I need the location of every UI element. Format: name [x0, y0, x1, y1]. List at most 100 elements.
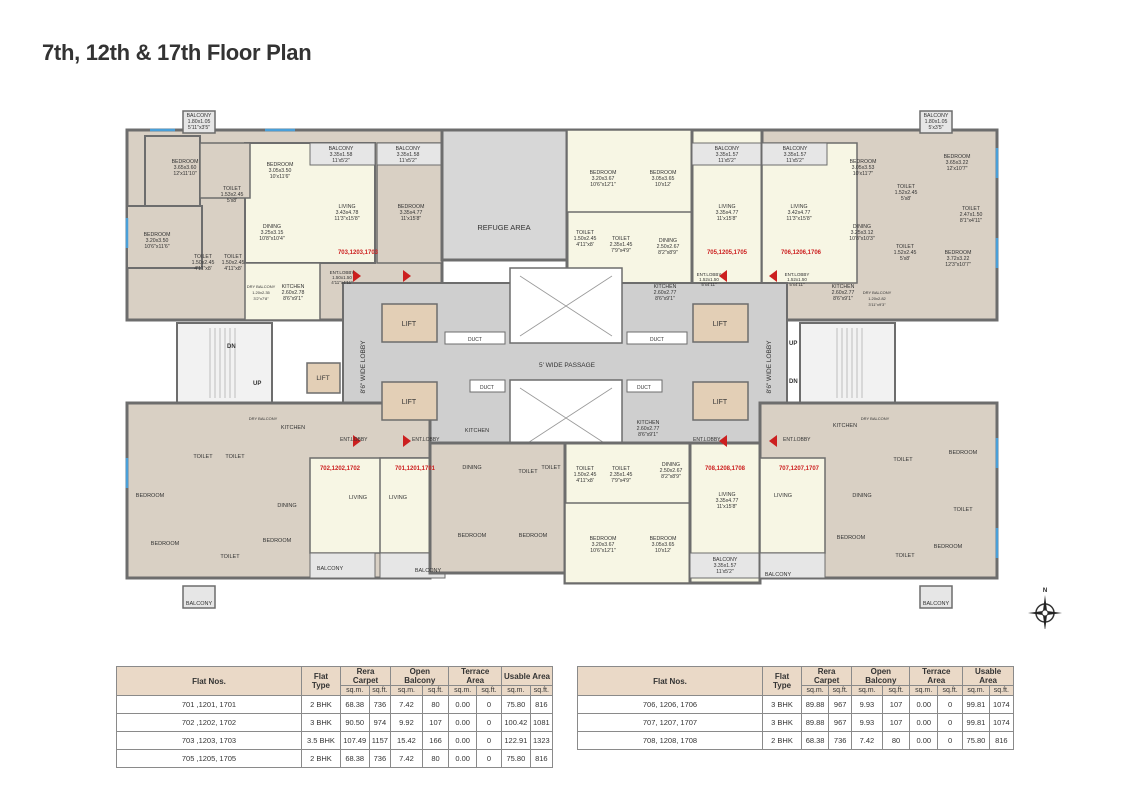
stair-down-label: DN — [789, 379, 798, 385]
unit-sqft: sq.ft. — [881, 685, 911, 696]
room-size-ft: 11'x5'2" — [718, 158, 736, 164]
col-usable: Usable Area — [501, 666, 553, 686]
room-name: TOILET — [896, 244, 915, 250]
room-size: 1.52x1.50 — [699, 277, 719, 282]
room-name: BEDROOM — [850, 159, 877, 165]
room-size: 1.80x1.05 — [925, 119, 948, 125]
lift-label: LIFT — [402, 399, 417, 406]
unit-sqft: sq.ft. — [475, 685, 503, 696]
col-rera: Rera Carpet — [339, 666, 392, 686]
lobby-right-label: 8'6" WIDE LOBBY — [766, 340, 773, 394]
dining-label: DINING — [852, 493, 871, 499]
room-size: 2.60x2.78 — [282, 290, 305, 296]
table-cell: 68.38 — [339, 695, 370, 714]
table-cell: 89.88 — [801, 713, 830, 732]
duct-label: DUCT — [637, 385, 651, 391]
table-cell: 0 — [937, 731, 964, 750]
table-cell: 7.42 — [390, 749, 423, 768]
entlobby-label: ENT.LOBBY — [693, 437, 721, 443]
stair-down-label: DN — [227, 344, 236, 350]
room-name: KITCHEN — [282, 284, 305, 290]
table-cell: 816 — [529, 695, 554, 714]
plan-structure — [125, 110, 999, 609]
room-size-ft: 10'x12' — [655, 548, 671, 554]
table-cell: 90.50 — [339, 713, 370, 732]
room-size: 3.43x4.78 — [336, 210, 359, 216]
room-name: BALCONY — [924, 113, 949, 119]
room-name: BEDROOM — [945, 250, 972, 256]
room-size: 3.05x3.65 — [652, 542, 675, 548]
lift-label: LIFT — [713, 321, 728, 328]
room-size: 1.50x1.50 — [332, 275, 352, 280]
room-size: 2.50x2.67 — [657, 244, 680, 250]
room-name: DINING — [662, 462, 680, 468]
room-name: TOILET — [224, 254, 243, 260]
table-cell: 0.00 — [448, 695, 477, 714]
room-size-ft: 11'x15'8" — [717, 504, 738, 510]
unit-sqm: sq.m. — [390, 685, 423, 696]
room-name: LIVING — [718, 204, 735, 210]
room-name: TOILET — [576, 466, 595, 472]
duct-label: DUCT — [650, 337, 664, 343]
table-cell: 0.00 — [909, 713, 939, 732]
table-cell: 967 — [828, 695, 853, 714]
room-name: BALCONY — [187, 113, 212, 119]
room-name: BEDROOM — [398, 204, 425, 210]
unit-number-707: 707,1207,1707 — [779, 466, 820, 472]
area-table-left: Flat Nos. Flat Type Rera Carpet Open Bal… — [116, 666, 554, 768]
table-cell: 80 — [881, 731, 911, 750]
room-name: BALCONY — [396, 146, 421, 152]
room-size-ft: 4'11"x4'11" — [331, 280, 353, 285]
page-title: 7th, 12th & 17th Floor Plan — [42, 40, 312, 65]
dining-label: DINING — [277, 503, 296, 509]
table-cell: 107 — [881, 695, 911, 714]
room-name: DINING — [659, 238, 677, 244]
dining-label: DINING — [462, 465, 481, 471]
room-size: 1.50x2.45 — [222, 260, 245, 266]
room-size-ft: 5'11"x3'5" — [188, 125, 210, 131]
room-name: TOILET — [194, 254, 213, 260]
room-size-ft: 11'x15'8" — [717, 216, 738, 222]
balcony-label: BALCONY — [415, 568, 442, 574]
room-size: 2.47x1.50 — [960, 212, 983, 218]
room-size-ft: 10'x11'6" — [270, 174, 291, 180]
toilet-label: TOILET — [518, 469, 538, 475]
room-size-ft: 8'6"x9'1" — [655, 296, 675, 302]
bedroom-label: BEDROOM — [949, 450, 978, 456]
kitchen-label: KITCHEN — [833, 423, 857, 429]
room-name: TOILET — [612, 466, 631, 472]
room-size-ft: 4'11"x8' — [576, 478, 594, 484]
room-size: 2.35x1.45 — [610, 242, 633, 248]
table-cell: 0 — [475, 695, 503, 714]
unit-sqft: sq.ft. — [937, 685, 964, 696]
table-cell: 816 — [529, 749, 554, 768]
room-name: KITCHEN — [832, 284, 855, 290]
room-size: 3.25x3.12 — [851, 230, 874, 236]
room-name: DINING — [263, 224, 281, 230]
unit-number-703: 703,1203,1703 — [338, 250, 379, 256]
table-cell: 3 BHK — [761, 713, 803, 732]
table-cell: 2 BHK — [301, 749, 341, 768]
col-usable: Usable Area — [962, 666, 1014, 686]
room-size-ft: 11'3"x15'8" — [786, 216, 811, 222]
room-size-ft: 8'6"x9'1" — [833, 296, 853, 302]
kitchen-label: KITCHEN — [281, 425, 305, 431]
room-size: 3.20x3.67 — [592, 176, 615, 182]
room-size: 1.20x2.35 — [252, 290, 270, 295]
bedroom-label: BEDROOM — [136, 493, 165, 499]
dry-balcony-label: DRY BALCONY — [249, 416, 278, 421]
table-cell: 1074 — [988, 695, 1015, 714]
room-name: KITCHEN — [637, 420, 660, 426]
room-name: DINING — [853, 224, 871, 230]
room-size: 3.65x3.22 — [946, 160, 969, 166]
table-cell: 100.42 — [501, 713, 531, 732]
passage-label: 5' WIDE PASSAGE — [539, 362, 596, 369]
room-name: BALCONY — [715, 146, 740, 152]
table-cell: 1081 — [529, 713, 554, 732]
room-size-ft: 5'x8' — [227, 198, 237, 204]
table-cell: 9.93 — [851, 713, 883, 732]
room-name: TOILET — [576, 230, 595, 236]
table-cell: 99.81 — [962, 695, 990, 714]
